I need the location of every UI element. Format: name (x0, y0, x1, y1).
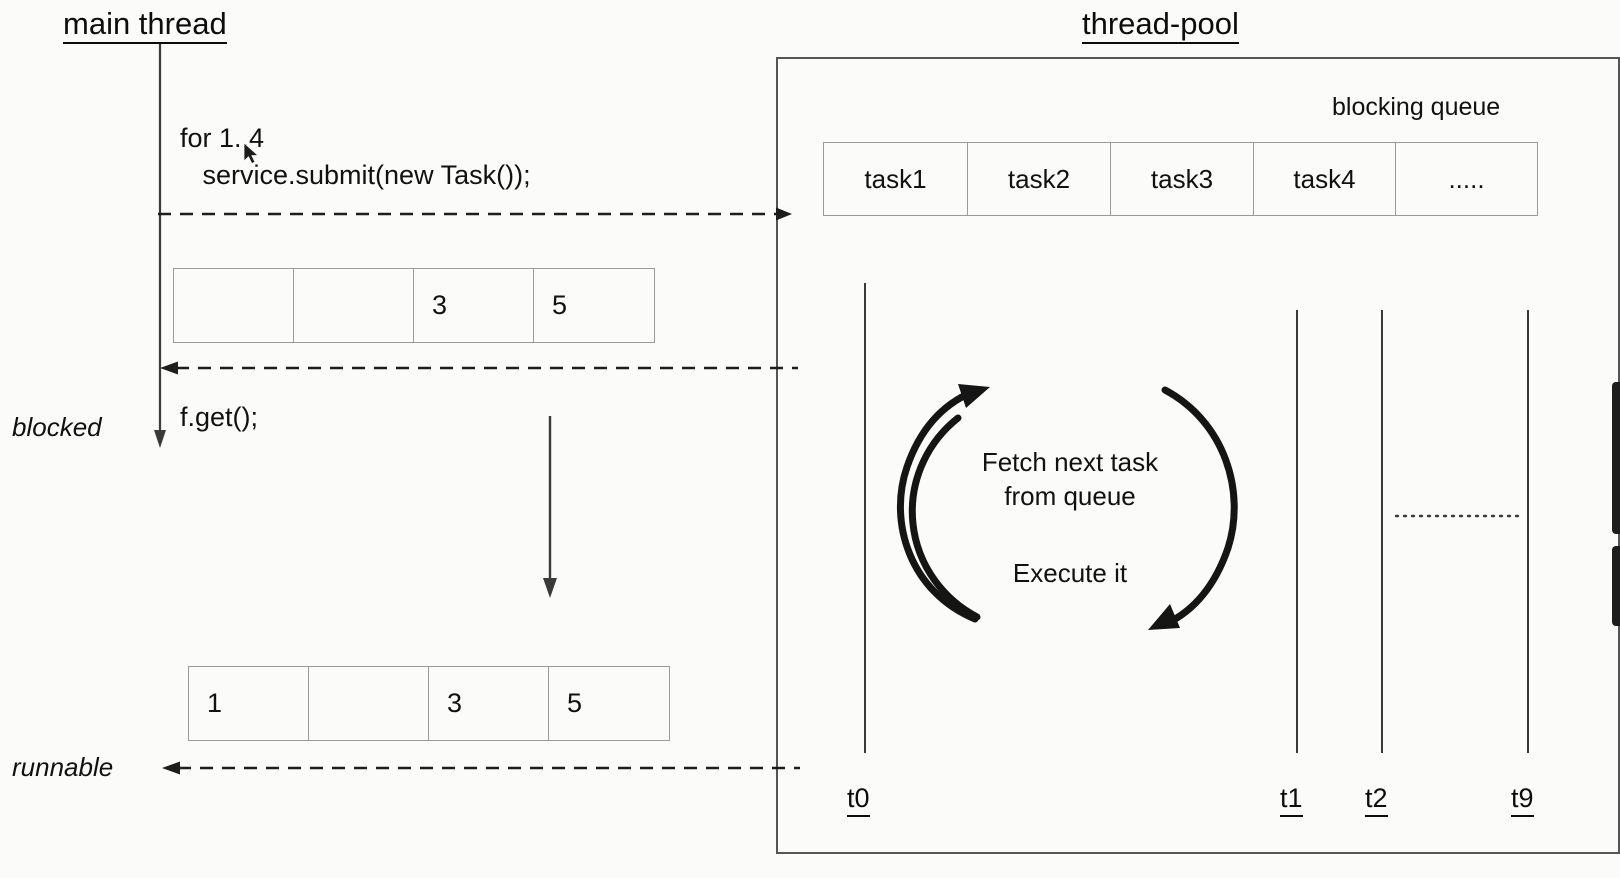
queue-cell-label: task3 (1150, 163, 1214, 194)
thread-label-t0: t0 (847, 783, 870, 817)
future-cell-value: 3 (432, 290, 448, 320)
future-cell: 5 (548, 666, 670, 741)
edge-chrome-bar-bottom[interactable] (1612, 546, 1620, 626)
future-array-top: 3 5 (173, 268, 655, 343)
future-cell-value: 3 (447, 688, 463, 718)
main-thread-lifeline (154, 44, 166, 448)
mouse-pointer-icon (243, 142, 260, 165)
queue-cell: task3 (1110, 142, 1253, 216)
arrow-result-flow-down (543, 416, 557, 598)
future-cell: 1 (188, 666, 308, 741)
threads-ellipsis-icon (1394, 514, 1522, 518)
arrow-pool-to-runnable (162, 761, 800, 775)
blocking-queue: task1 task2 task3 task4 ..... (823, 142, 1538, 216)
queue-cell-overflow: ..... (1395, 142, 1538, 216)
future-cell (308, 666, 428, 741)
page-title-thread-pool: thread-pool (1082, 8, 1239, 44)
thread-label-t2: t2 (1365, 783, 1388, 817)
future-cell: 5 (533, 268, 655, 343)
blocking-queue-label: blocking queue (1332, 93, 1501, 121)
thread-lifeline-t9 (1527, 310, 1529, 753)
state-label-blocked: blocked (12, 412, 102, 442)
arrow-submit-to-pool (158, 207, 792, 221)
future-array-bottom: 1 3 5 (188, 666, 670, 741)
future-cell-value: 5 (552, 290, 568, 320)
loop-text-line2: from queue (1004, 481, 1136, 512)
queue-cell-label: task4 (1293, 163, 1356, 194)
future-cell: 3 (413, 268, 533, 343)
arrow-pool-to-main (160, 361, 798, 375)
page-title-main-thread: main thread (63, 8, 227, 44)
future-cell (293, 268, 413, 343)
loop-text-fetch: Fetch next task from queue (955, 445, 1185, 514)
state-label-runnable: runnable (12, 752, 114, 782)
edge-chrome-bar-top[interactable] (1612, 382, 1620, 534)
future-cell-value: 5 (567, 688, 583, 718)
thread-lifeline-t1 (1296, 310, 1298, 753)
future-cell-value: 1 (207, 688, 223, 718)
queue-cell: task1 (823, 142, 967, 216)
queue-cell-label: task2 (1007, 163, 1071, 194)
code-line-submit: service.submit(new Task()); (180, 160, 531, 190)
loop-cycle-arrow-icon (897, 384, 1238, 630)
thread-label-t1: t1 (1280, 783, 1303, 817)
thread-label-t9: t9 (1511, 783, 1534, 817)
thread-lifeline-t2 (1381, 310, 1383, 753)
loop-text-execute: Execute it (1012, 558, 1128, 588)
loop-text-line1: Fetch next task (981, 447, 1159, 477)
future-cell (173, 268, 293, 343)
thread-lifeline-t0 (864, 283, 866, 753)
queue-cell-label: ..... (1448, 163, 1485, 194)
code-line-for: for 1..4 (180, 123, 265, 153)
queue-cell: task4 (1253, 142, 1395, 216)
code-line-fget: f.get(); (180, 402, 259, 432)
queue-cell-label: task1 (864, 163, 927, 194)
queue-cell: task2 (967, 142, 1110, 216)
future-cell: 3 (428, 666, 548, 741)
